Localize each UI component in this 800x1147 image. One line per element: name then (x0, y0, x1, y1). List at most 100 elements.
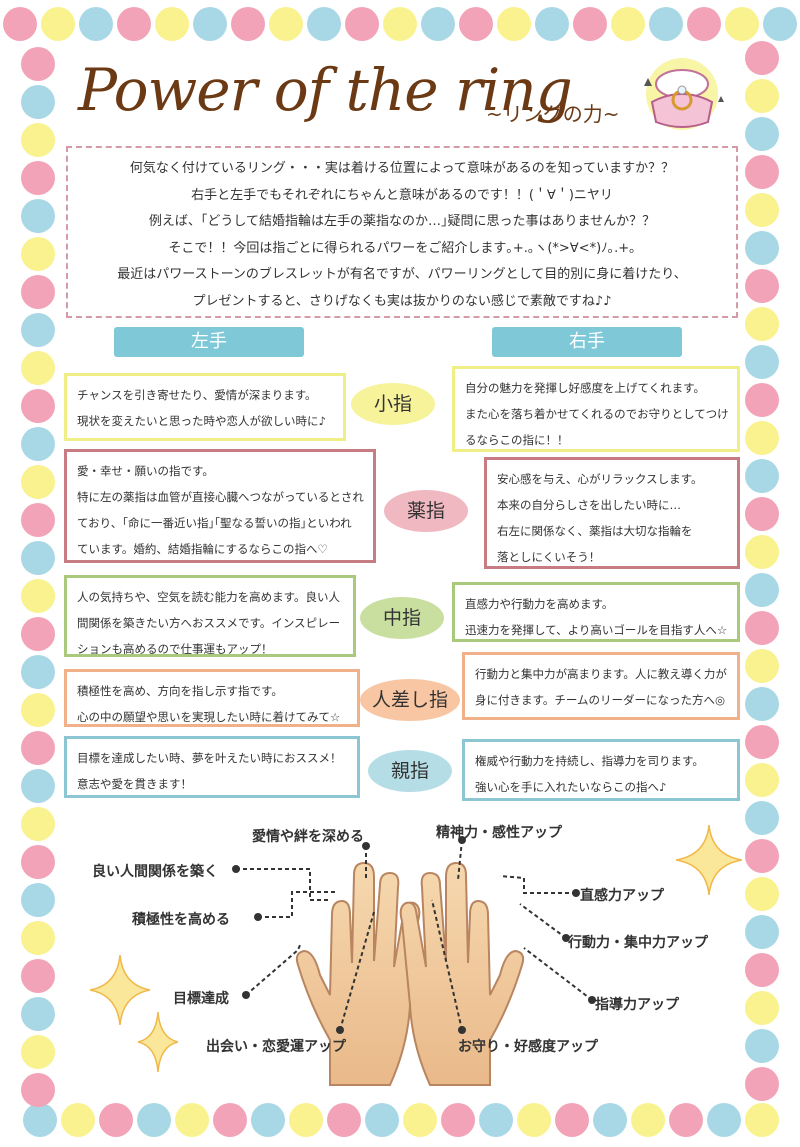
intro-box: 何気なく付けているリング・・・実は着ける位置によって意味があるのを知っていますか… (66, 146, 738, 318)
ring-finger-right-text: 本来の自分らしさを出したい時に… (497, 498, 681, 512)
border-dot (535, 7, 569, 41)
border-dot (745, 1029, 779, 1063)
ring-finger-left-box: 愛・幸せ・願いの指です。 特に左の薬指は血管が直接心臓へつながっているとされ て… (64, 449, 376, 563)
border-dot (41, 7, 75, 41)
pinky-left-box: チャンスを引き寄せたり、愛情が深まります。 現状を変えたいと思った時や恋人が欲し… (64, 373, 346, 441)
border-dot (3, 7, 37, 41)
finger-label-index: 人差し指 (360, 679, 460, 721)
border-dot (21, 275, 55, 309)
sparkle-icon (138, 1012, 178, 1072)
border-dot (745, 915, 779, 949)
annotation-left-thumb: 目標達成 (173, 991, 229, 1007)
annotation-left-middle: 良い人間関係を築く (92, 864, 218, 880)
border-dot (21, 693, 55, 727)
border-dot (213, 1103, 247, 1137)
border-dot (61, 1103, 95, 1137)
border-dot (21, 541, 55, 575)
border-dot (307, 7, 341, 41)
border-dot (745, 155, 779, 189)
annotation-right-thumb: 精神力・感性アップ (436, 825, 562, 841)
border-dot (745, 269, 779, 303)
border-dot (21, 313, 55, 347)
pinky-right-text: 自分の魅力を発揮し好感度を上げてくれます。 (465, 381, 706, 395)
sparkle-icon (676, 825, 742, 895)
ring-finger-left-text: ています。婚約、結婚指輪にするならこの指へ♡ (77, 542, 328, 556)
border-dot (745, 1067, 779, 1101)
ring-finger-right-text: 落としにくいそう！ (497, 550, 601, 564)
annotation-left-index: 積極性を高める (132, 912, 230, 928)
border-dot (231, 7, 265, 41)
border-dot (745, 687, 779, 721)
border-dot (21, 427, 55, 461)
border-dot (631, 1103, 665, 1137)
left-hand-label: 左手 (114, 327, 304, 357)
thumb-left-text: 目標を達成したい時、夢を叶えたい時におススメ！ (77, 751, 342, 765)
border-dot (79, 7, 113, 41)
border-dot (21, 465, 55, 499)
annotation-left-pinky: 出会い・恋愛運アップ (206, 1039, 346, 1055)
middle-left-text: 間関係を築きたい方へおススメです。インスピレー (77, 616, 341, 630)
border-dot (21, 959, 55, 993)
border-dot (137, 1103, 171, 1137)
border-dot (745, 877, 779, 911)
index-right-text: 身に付きます。チームのリーダーになった方へ◎ (475, 693, 726, 707)
border-dot (745, 41, 779, 75)
border-dot (21, 389, 55, 423)
middle-right-box: 直感力や行動力を高めます。 迅速力を発揮して、より高いゴールを目指す人へ☆ (452, 582, 740, 642)
thumb-right-box: 権威や行動力を持続し、指導力を司ります。 強い心を手に入れたいならこの指へ♪ (462, 739, 740, 801)
border-dot (327, 1103, 361, 1137)
finger-label-ring: 薬指 (384, 490, 468, 532)
border-dot (745, 79, 779, 113)
border-dot (21, 921, 55, 955)
intro-line: そこで！！今回は指ごとに得られるパワーをご紹介します｡+.｡ヽ(*>∀<*)ﾉ｡… (168, 240, 636, 256)
border-dot (251, 1103, 285, 1137)
intro-line: プレゼントすると、さりげなくも実は抜かりのない感じで素敵ですね♪♪ (192, 293, 612, 309)
intro-line: 例えば、｢どうして結婚指輪は左手の薬指なのか…｣疑問に思った事はありませんか？？ (148, 214, 656, 229)
page-subtitle: ~リングの力~ (486, 102, 620, 126)
index-left-text: 積極性を高め、方向を指し示す指です。 (77, 684, 283, 698)
border-dot (763, 7, 797, 41)
border-dot (193, 7, 227, 41)
border-dot (345, 7, 379, 41)
pinky-left-text: 現状を変えたいと思った時や恋人が欲しい時に♪ (77, 414, 326, 428)
border-dot (21, 237, 55, 271)
pinky-right-box: 自分の魅力を発揮し好感度を上げてくれます。 また心を落ち着かせてくれるのでお守り… (452, 366, 740, 452)
thumb-left-text: 意志や愛を貫きます！ (77, 777, 192, 791)
intro-line: 最近はパワーストーンのブレスレットが有名ですが、パワーリングとして目的別に身に着… (117, 267, 687, 282)
border-dot (745, 383, 779, 417)
pinky-right-text: また心を落ち着かせてくれるのでお守りとしてつけ (465, 407, 729, 421)
border-dot (745, 839, 779, 873)
border-dot (21, 47, 55, 81)
sparkle-icon (90, 955, 150, 1025)
border-dot (175, 1103, 209, 1137)
index-left-box: 積極性を高め、方向を指し示す指です。 心の中の願望や思いを実現したい時に着けてみ… (64, 669, 360, 727)
ring-finger-right-text: 右左に関係なく、薬指は大切な指輪を (497, 524, 693, 538)
border-dot (745, 953, 779, 987)
border-dot (21, 161, 55, 195)
annotation-right-middle: 直感力アップ (580, 888, 664, 904)
border-dot (23, 1103, 57, 1137)
border-dot (497, 7, 531, 41)
border-dot (517, 1103, 551, 1137)
border-dot (21, 503, 55, 537)
border-dot (21, 1035, 55, 1069)
border-dot (745, 763, 779, 797)
index-right-box: 行動力と集中力が高まります。人に教え導く力が 身に付きます。チームのリーダーにな… (462, 652, 740, 720)
middle-left-box: 人の気持ちや、空気を読む能力を高めます。良い人 間関係を築きたい方へおススメです… (64, 575, 356, 657)
border-dot (155, 7, 189, 41)
border-dot (365, 1103, 399, 1137)
border-dot (21, 579, 55, 613)
border-dot (459, 7, 493, 41)
thumb-right-text: 強い心を手に入れたいならこの指へ♪ (475, 780, 667, 794)
ring-finger-right-text: 安心感を与え、心がリラックスします。 (497, 472, 703, 486)
finger-label-thumb: 親指 (368, 750, 452, 792)
border-dot (99, 1103, 133, 1137)
border-dot (441, 1103, 475, 1137)
annotation-right-ring: お守り・好感度アップ (458, 1039, 598, 1055)
border-dot (687, 7, 721, 41)
annotation-right-index: 行動力・集中力アップ (568, 935, 708, 951)
border-dot (745, 801, 779, 835)
border-dot (707, 1103, 741, 1137)
middle-right-text: 直感力や行動力を高めます。 (465, 597, 614, 611)
